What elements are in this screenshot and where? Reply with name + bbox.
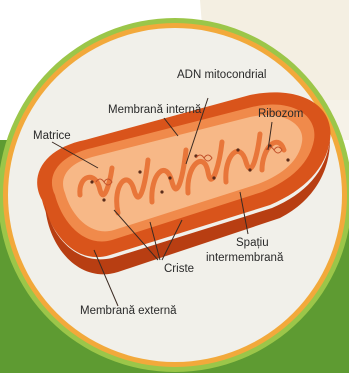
label-matrice: Matrice xyxy=(33,130,71,143)
label-criste: Criste xyxy=(164,263,194,276)
label-ribozom: Ribozom xyxy=(258,108,303,121)
label-membrana-interna: Membrană internă xyxy=(108,104,201,117)
label-spatiu-line1: Spațiu xyxy=(236,237,269,250)
label-spatiu-line2: intermembrană xyxy=(206,252,283,265)
label-membrana-externa: Membrană externă xyxy=(80,305,177,318)
label-adn-mitocondrial: ADN mitocondrial xyxy=(177,69,266,82)
